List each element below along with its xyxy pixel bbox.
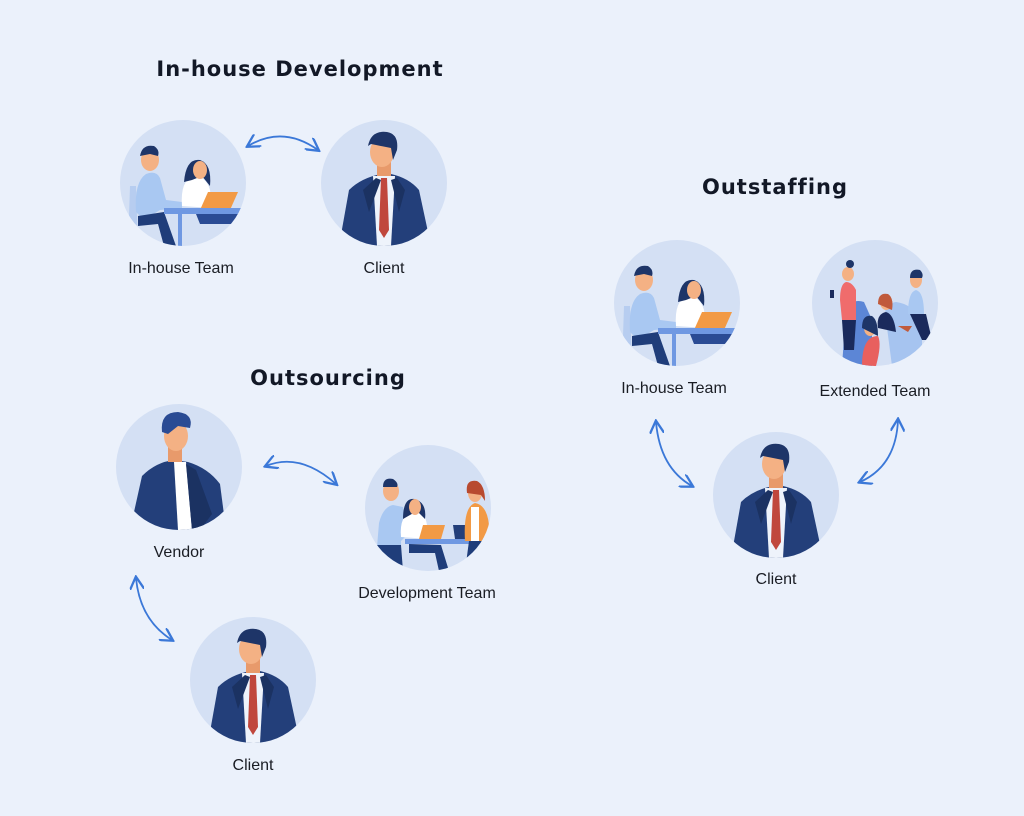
team-at-desk-icon xyxy=(128,145,246,246)
label-outstaffing-team: In-house Team xyxy=(621,380,727,397)
extended-team-icon xyxy=(830,260,932,366)
section-title-inhouse: In-house Development xyxy=(156,57,444,81)
arrow-vendor-client xyxy=(136,578,172,640)
label-outstaffing-client: Client xyxy=(755,571,797,588)
node-outstaffing-extended xyxy=(812,240,938,366)
node-inhouse-team xyxy=(120,120,246,246)
team-at-desk-icon xyxy=(622,265,740,366)
label-inhouse-team: In-house Team xyxy=(128,260,234,277)
node-outsourcing-devteam xyxy=(365,445,491,571)
vendor-icon xyxy=(130,412,226,530)
label-outstaffing-extended: Extended Team xyxy=(819,383,931,400)
node-outsourcing-vendor xyxy=(116,404,242,530)
label-inhouse-client: Client xyxy=(363,260,405,277)
arrow-outstaffing-team-client xyxy=(656,422,692,486)
arrow-vendor-devteam xyxy=(266,462,336,484)
label-outsourcing-client: Client xyxy=(232,757,274,774)
node-outstaffing-team xyxy=(614,240,740,366)
section-title-outsourcing: Outsourcing xyxy=(250,366,406,390)
arrow-inhouse-team-client xyxy=(248,136,318,150)
node-outsourcing-client xyxy=(190,617,316,743)
businessman-icon xyxy=(339,131,431,246)
label-outsourcing-devteam: Development Team xyxy=(358,585,496,602)
section-title-outstaffing: Outstaffing xyxy=(701,175,849,199)
label-outsourcing-vendor: Vendor xyxy=(153,544,205,561)
node-outstaffing-client xyxy=(713,432,839,558)
businessman-icon xyxy=(208,628,300,743)
development-team-icon xyxy=(375,478,491,571)
businessman-icon xyxy=(731,443,823,558)
arrow-outstaffing-extended-client xyxy=(860,420,898,482)
node-inhouse-client xyxy=(321,120,447,246)
